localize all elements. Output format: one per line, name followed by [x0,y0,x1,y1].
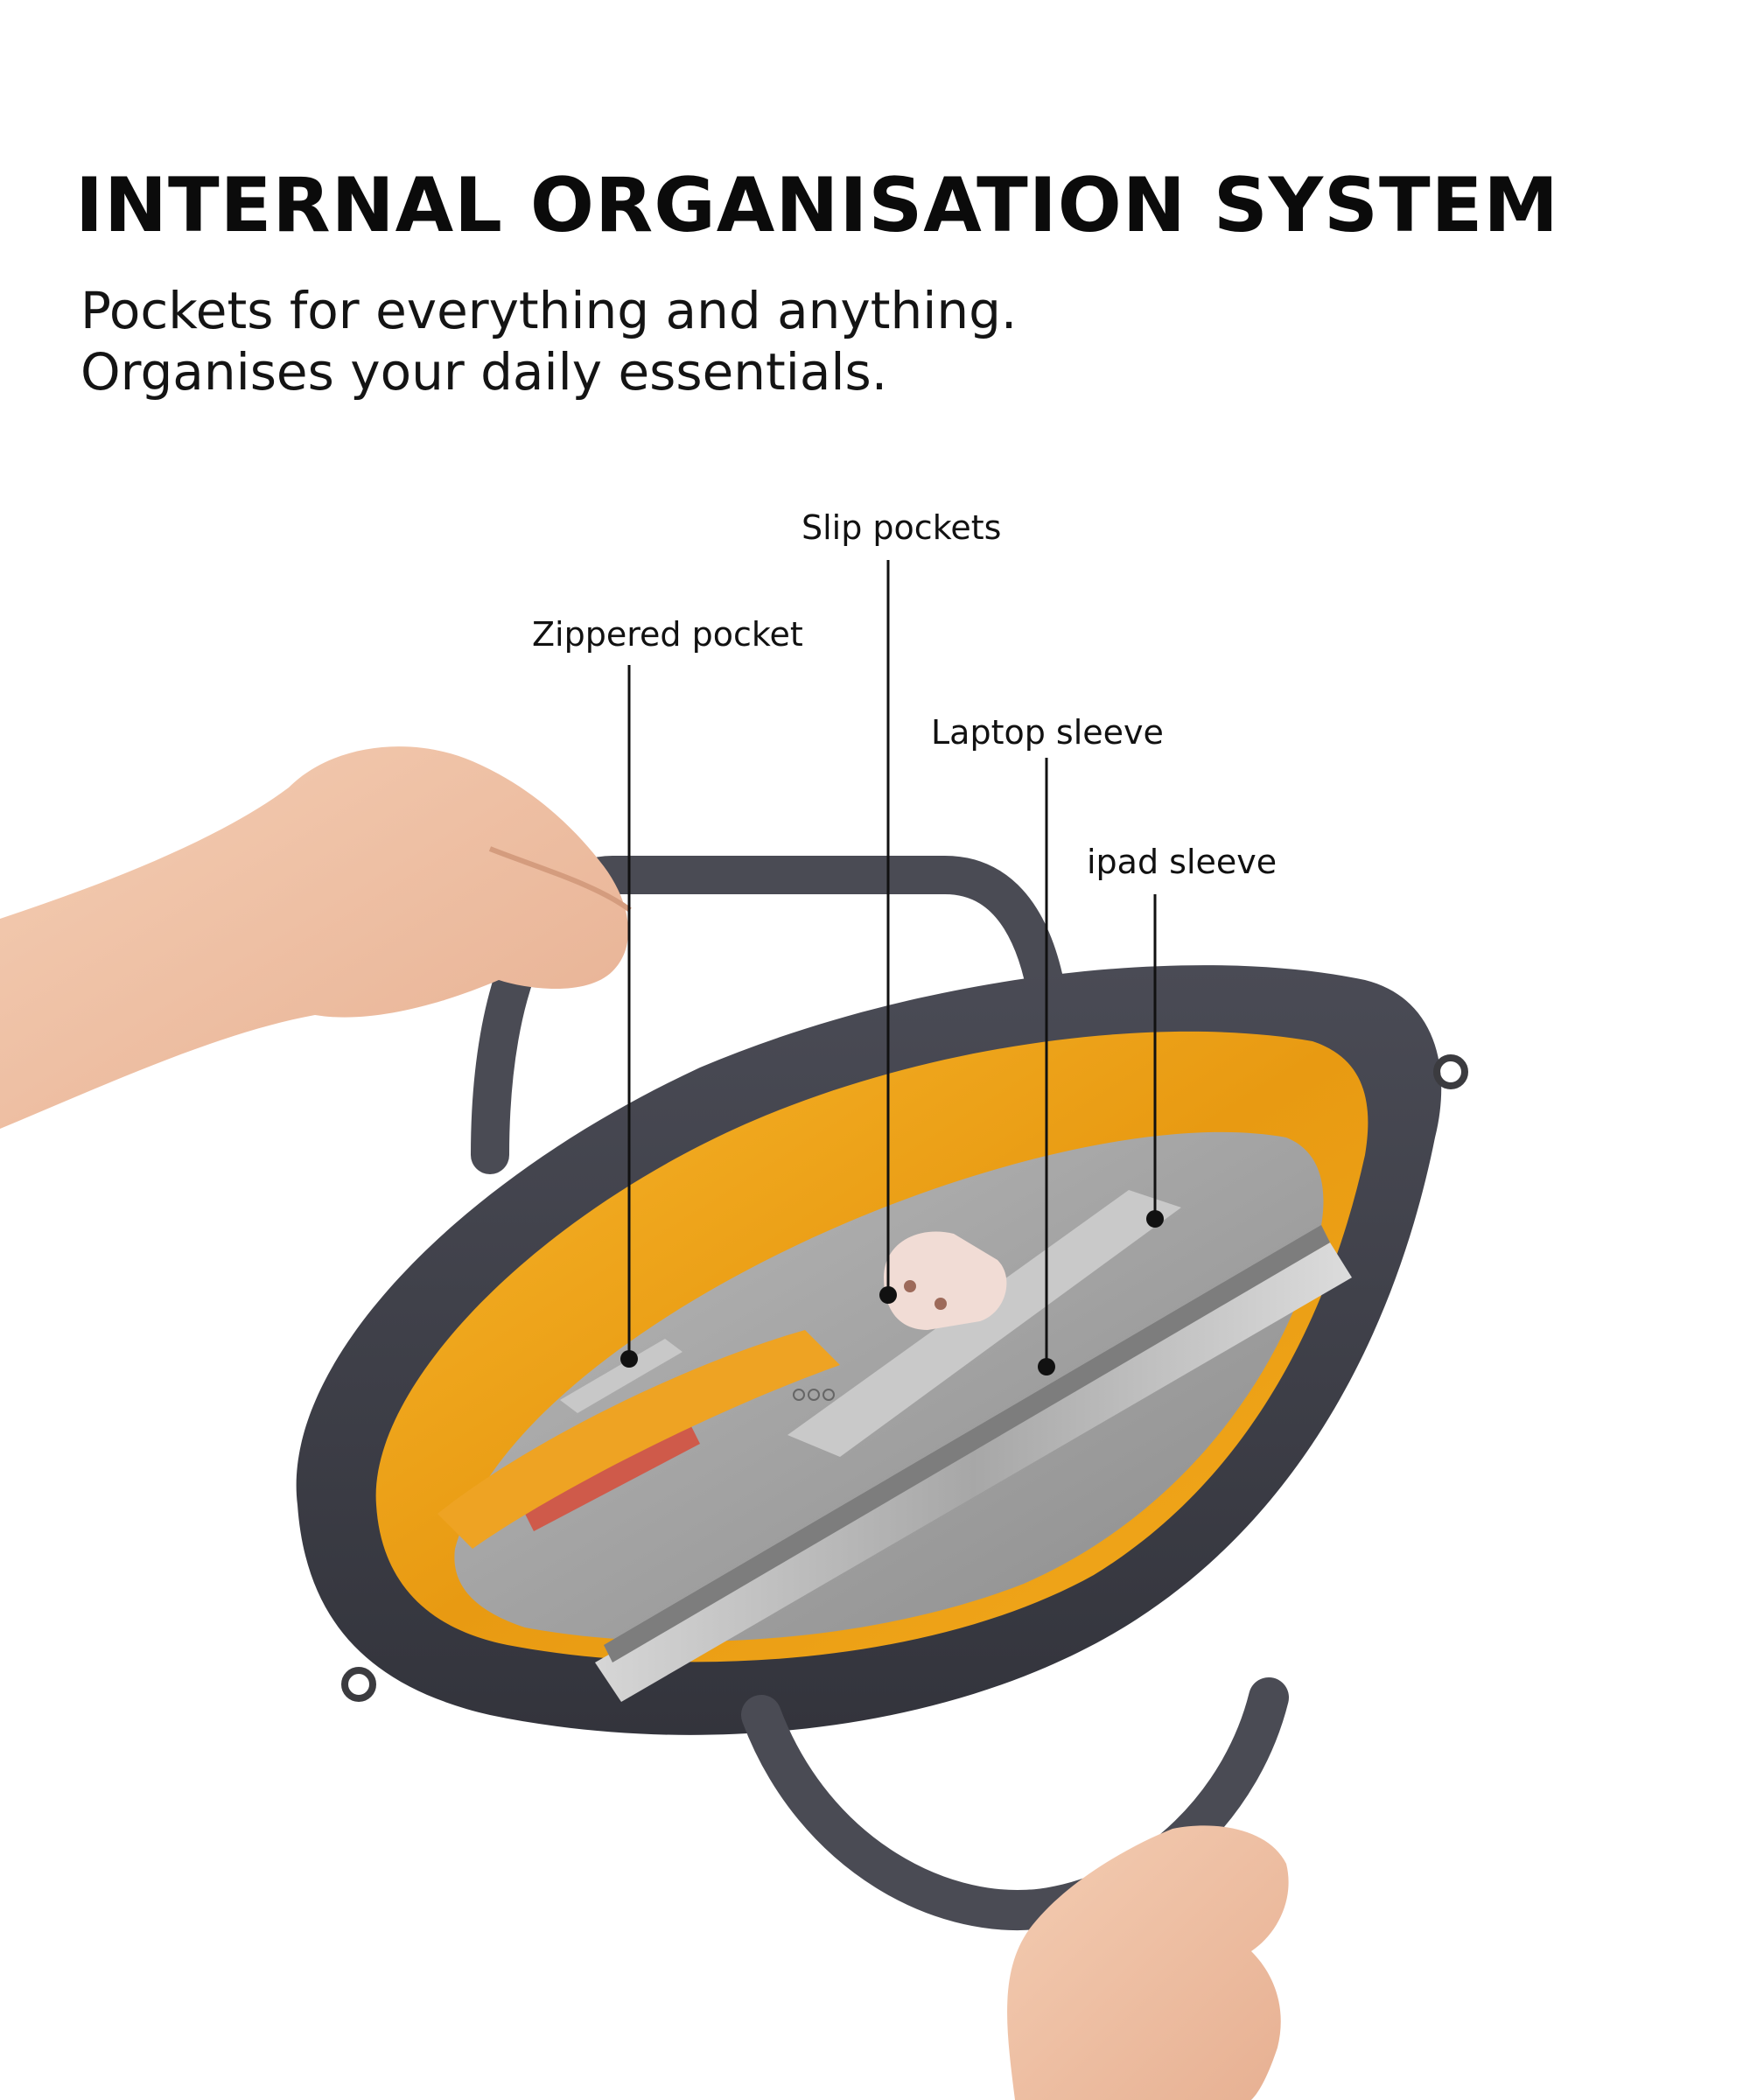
zipper-pull [560,1339,682,1413]
strap-ring-left [341,1667,376,1702]
slip-pocket-front [438,1330,840,1549]
laptop [595,1242,1352,1702]
left-hand [0,746,632,1129]
subtitle-line-2: Organises your daily essentials. [80,342,888,402]
callout-zippered-pocket: Zippered pocket [532,615,803,654]
callout-ipad-sleeve: ipad sleeve [1087,843,1278,881]
ipad [788,1190,1181,1457]
strap-ring-right [1433,1054,1468,1089]
callout-laptop-sleeve: Laptop sleeve [931,713,1164,752]
callout-lines [620,560,1164,1376]
subtitle-line-1: Pockets for everything and anything. [80,281,1018,340]
callout-slip-pockets: Slip pockets [802,508,1002,547]
right-hand [1007,1825,1289,2100]
charger-plug [884,1231,1007,1330]
page-subtitle: Pockets for everything and anything. Org… [80,280,1017,402]
page-title: INTERNAL ORGANISATION SYSTEM [75,162,1559,249]
